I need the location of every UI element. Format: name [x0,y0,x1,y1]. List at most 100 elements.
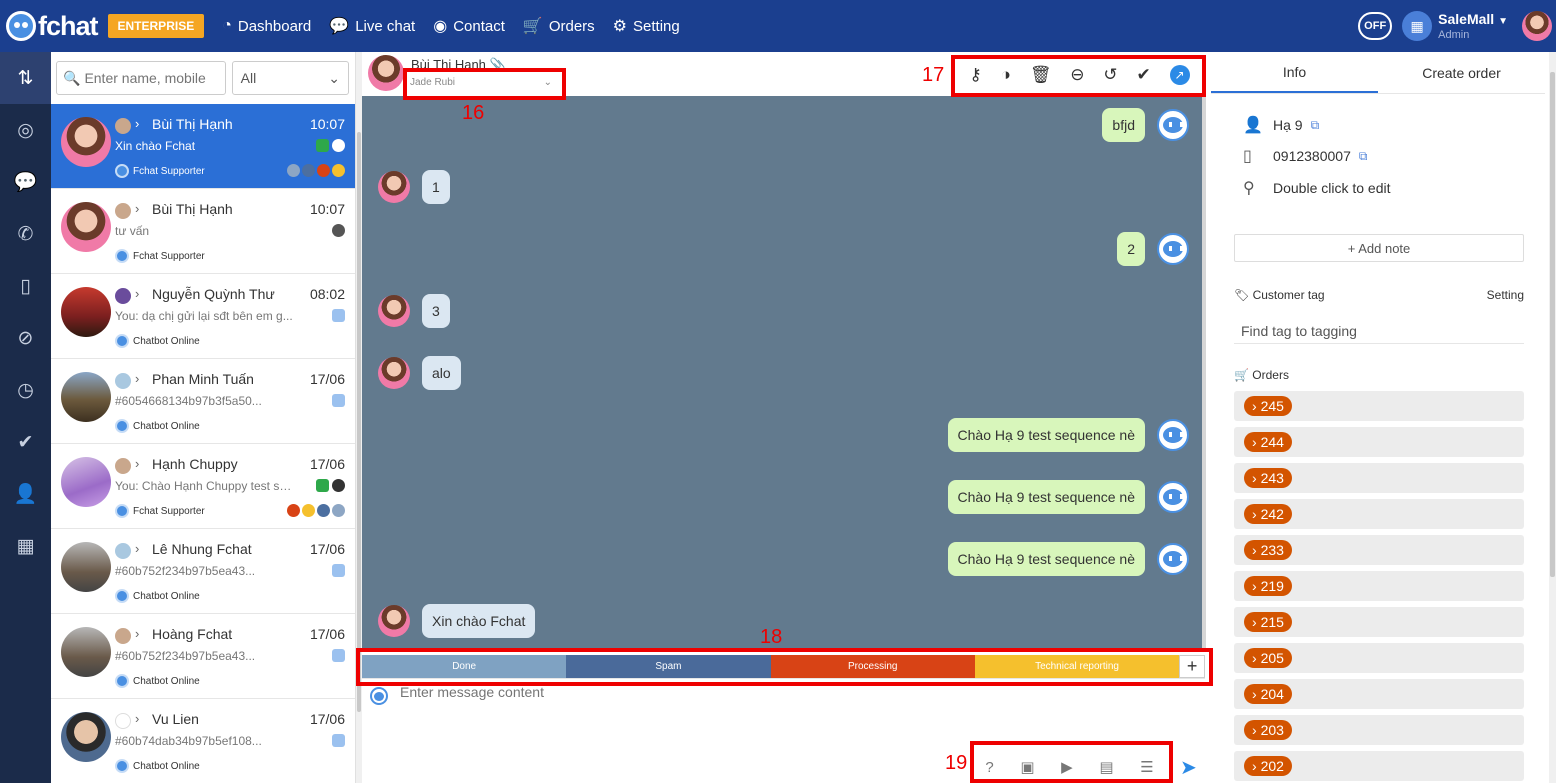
conversation-item[interactable]: › Phan Minh Tuấn 17/06 #6054668134b97b3f… [51,359,355,444]
external-link-icon[interactable]: ↗ [1169,65,1190,85]
conversation-item[interactable]: › Lê Nhung Fchat 17/06 #60b752f234b97b5e… [51,529,355,614]
conversation-scrollbar[interactable] [356,52,362,783]
store-icon[interactable]: ▦ [1402,11,1433,41]
order-item[interactable]: › 244 [1234,427,1524,457]
comments-icon[interactable]: 💬 [13,172,38,193]
message-time: 17/06 [309,626,345,642]
messenger-filter-icon[interactable]: ◎ [17,119,34,141]
conversation-item[interactable]: › Bùi Thị Hạnh 10:07 Xin chào Fchat Fcha… [51,104,355,189]
order-item[interactable]: › 242 [1234,499,1524,529]
customer-address[interactable]: Double click to edit [1273,180,1391,196]
key-icon[interactable]: ⚷ [969,65,982,84]
send-icon[interactable]: ➤ [1180,757,1197,779]
user-icon: 👤 [1243,117,1263,134]
order-id: 242 [1260,506,1284,522]
nav-live-chat[interactable]: 💬Live chat [329,17,416,36]
tag-technical-reporting-button[interactable]: Technical reporting [974,655,1180,678]
paperclip-icon[interactable]: 📎 [489,57,506,72]
play-circle-icon[interactable]: ▶ [1061,759,1073,776]
agent-mini-avatar [115,543,131,559]
message-preview: tư vấn [115,224,150,238]
check-icon[interactable]: ✔ [17,431,34,453]
sort-az-icon[interactable]: ⇅ [0,52,51,104]
search-box[interactable]: 🔍 [56,61,226,95]
tab-info[interactable]: Info [1211,52,1378,93]
newspaper-icon[interactable]: ▤ [1099,759,1114,776]
tab-create-order[interactable]: Create order [1422,64,1501,81]
phone-icon[interactable]: ✆ [17,223,34,245]
scrollbar-thumb[interactable] [1550,72,1555,577]
order-item[interactable]: › 203 [1234,715,1524,745]
annotation-label-18: 18 [760,626,783,648]
message-row: Chào Hạ 9 test sequence nè [947,418,1189,452]
user-avatar[interactable] [1522,11,1552,41]
nav-orders[interactable]: 🛒Orders [522,17,595,36]
assignee-select[interactable]: Jade Rubi⌄ [410,76,552,88]
order-item[interactable]: › 233 [1234,535,1524,565]
add-note-button[interactable]: + Add note [1234,234,1524,262]
online-toggle[interactable]: OFF [1358,12,1393,40]
order-item[interactable]: › 243 [1234,463,1524,493]
minus-circle-icon[interactable]: ⊖ [1070,65,1085,84]
message-input[interactable] [400,684,900,700]
agent-mini-avatar [115,203,131,219]
clock-icon[interactable]: ◷ [17,379,34,401]
tag-done-button[interactable]: Done [362,655,567,678]
message-preview: #60b74dab34b97b5ef108... [115,734,262,748]
eye-slash-icon[interactable]: ⊘ [17,327,34,349]
message-row: 1 [378,170,450,204]
list-icon[interactable]: ☰ [1140,759,1154,776]
add-tag-button[interactable]: + [1179,655,1205,678]
order-item[interactable]: › 202 [1234,751,1524,781]
status-select[interactable]: All ⌄ [231,61,349,95]
copy-icon[interactable]: ⧉ [1310,117,1320,132]
conversation-item[interactable]: › Nguyễn Quỳnh Thư 08:02 You: dạ chị gửi… [51,274,355,359]
contact-name: Bùi Thị Hạnh [152,201,233,217]
conversation-item[interactable]: › Hạnh Chuppy 17/06 You: Chào Hạnh Chupp… [51,444,355,529]
customer-name[interactable]: Hạ 9 [1273,117,1303,133]
cart-icon: 🛒 [1234,368,1249,382]
order-item[interactable]: › 219 [1234,571,1524,601]
conversation-item[interactable]: › Hoàng Fchat 17/06 #60b752f234b97b5ea43… [51,614,355,699]
fchat-logo[interactable]: fchat [6,0,99,52]
conversation-item[interactable]: › Bùi Thị Hạnh 10:07 tư vấn Fchat Suppor… [51,189,355,274]
tag-spam-button[interactable]: Spam [566,655,771,678]
order-item[interactable]: › 215 [1234,607,1524,637]
conversation-item[interactable]: › Vu Lien 17/06 #60b74dab34b97b5ef108...… [51,699,355,783]
trash-icon[interactable]: 🗑 [1029,65,1052,84]
search-input[interactable] [84,70,225,86]
order-item[interactable]: › 204 [1234,679,1524,709]
mobile-x-icon[interactable]: ▯ [20,275,31,297]
check-icon[interactable]: ✔ [1136,65,1151,84]
customer-phone[interactable]: 0912380007 [1273,148,1351,164]
history-icon[interactable]: ↺ [1103,65,1118,84]
tag-dot [317,164,330,177]
user-menu[interactable]: SaleMall ▼ Admin [1438,12,1508,41]
user-icon[interactable]: 👤 [13,484,38,505]
eye-slash-icon[interactable]: ◑ [1000,65,1011,84]
user-name: SaleMall [1438,10,1495,27]
nav-setting[interactable]: ⚙Setting [612,17,680,36]
chevron-right-icon: › [135,541,140,556]
tag-processing-button[interactable]: Processing [770,655,975,678]
info-scrollbar[interactable] [1549,52,1556,783]
agent-label: Chatbot Online [115,674,200,688]
order-item[interactable]: › 245 [1234,391,1524,421]
image-icon[interactable]: ▣ [1020,759,1035,776]
messenger-icon: 💬 [329,18,350,35]
calendar-icon[interactable]: ▦ [16,535,35,557]
nav-contact[interactable]: ◉Contact [433,17,505,36]
tag-search-input[interactable]: Find tag to tagging [1234,318,1524,344]
contact-avatar [61,372,111,422]
copy-icon[interactable]: ⧉ [1358,148,1368,163]
message-preview: #60b752f234b97b5ea43... [115,564,256,578]
source-icons [329,734,345,747]
composer-toolbar: ? ▣ ▶ ▤ ☰ [972,749,1167,783]
nav-dashboard[interactable]: ◔Dashboard [222,17,312,35]
scrollbar-thumb[interactable] [357,132,361,712]
order-item[interactable]: › 205 [1234,643,1524,673]
message-scrollbar[interactable] [1202,96,1206,652]
robot-icon [115,334,129,348]
question-circle-icon[interactable]: ? [985,758,994,776]
tag-setting-link[interactable]: Setting [1486,288,1524,302]
